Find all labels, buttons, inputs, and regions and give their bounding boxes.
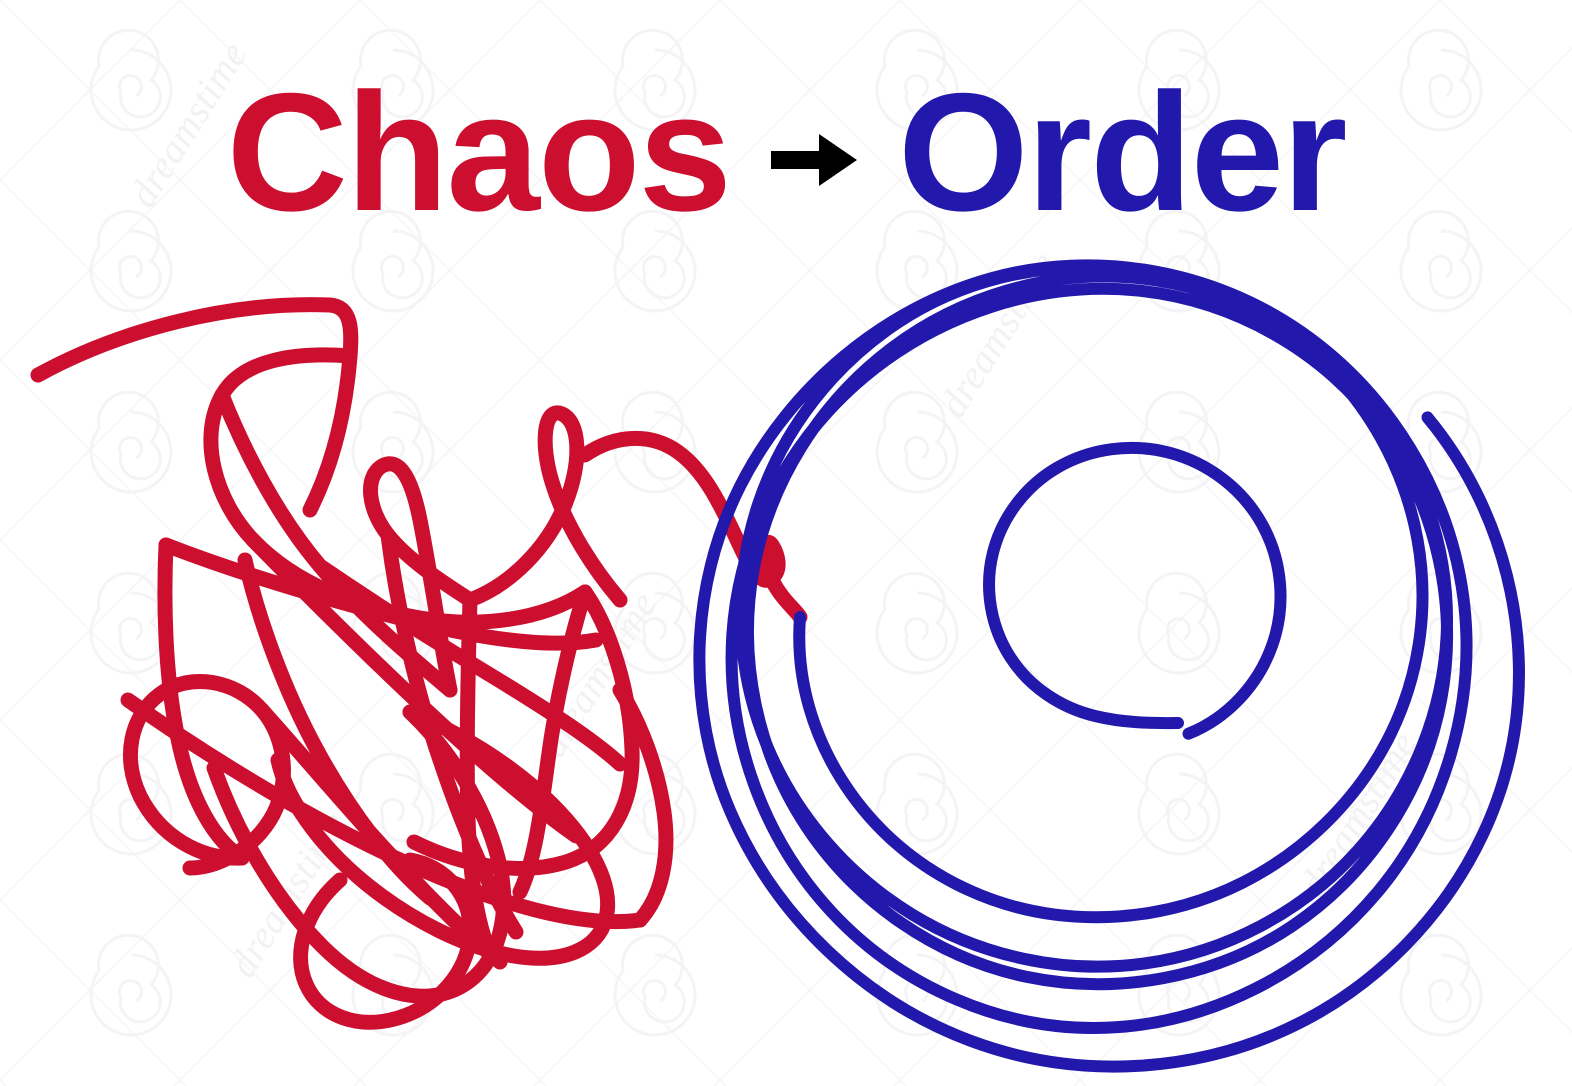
tangle-stroke xyxy=(270,704,616,966)
blue-ordered-spiral xyxy=(693,259,1525,1073)
tangle-stroke xyxy=(30,297,359,518)
tangle-stroke xyxy=(612,682,674,928)
tangle-stroke xyxy=(462,405,628,608)
tangle-stroke xyxy=(577,430,808,625)
tangle-stroke xyxy=(363,456,478,698)
tangle-stroke xyxy=(459,592,500,966)
tangle-stroke xyxy=(293,852,478,1030)
tangle-stroke xyxy=(380,527,524,940)
spiral-inner-end xyxy=(983,441,1287,740)
tangle-stroke xyxy=(120,692,648,930)
spiral-stroke xyxy=(693,259,1525,1073)
tangle-stroke xyxy=(123,674,291,876)
red-tangle-thread xyxy=(30,297,808,1030)
tangle-stroke xyxy=(206,704,512,1004)
tangle-stroke xyxy=(312,558,628,772)
